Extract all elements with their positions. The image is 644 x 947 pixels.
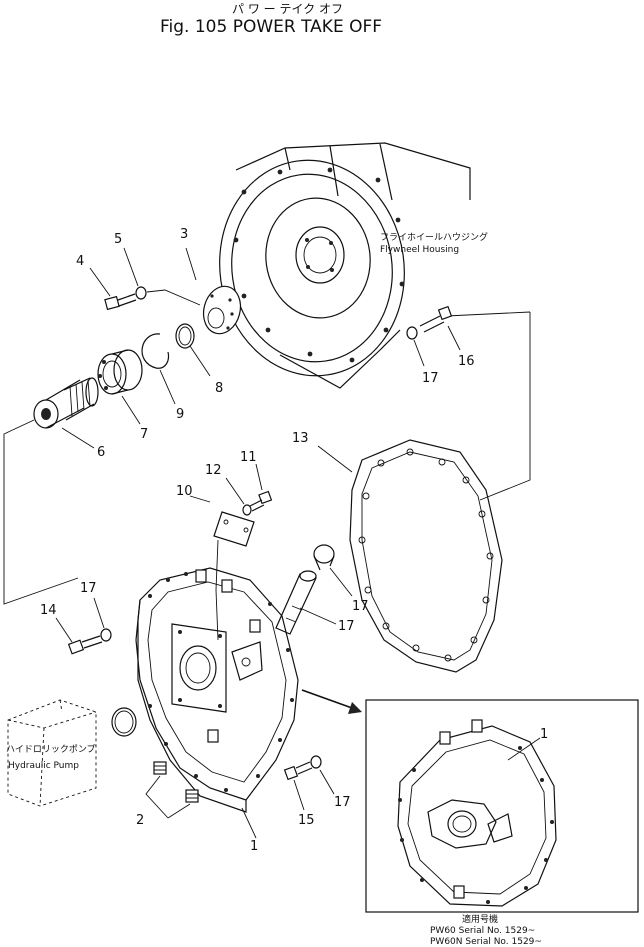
- shaft-assembly-line: [3, 419, 79, 605]
- leader-1: [241, 807, 257, 839]
- leader-3: [185, 247, 197, 281]
- housing-bolt: [419, 305, 453, 333]
- inset-panel: [365, 699, 639, 913]
- callout-17-bottom: 17: [334, 795, 351, 810]
- leader-2: [145, 775, 191, 819]
- callout-7: 7: [140, 427, 148, 442]
- flywheel-housing: [219, 142, 471, 389]
- callout-16: 16: [458, 354, 475, 369]
- leader-19: [329, 567, 353, 597]
- leader-14: [55, 617, 73, 643]
- leader-10: [189, 495, 211, 503]
- callout-5: 5: [114, 232, 122, 247]
- callout-3: 3: [180, 227, 188, 242]
- serial-note-pw60: PW60 Serial No. 1529~: [430, 926, 535, 936]
- callout-1: 1: [250, 839, 258, 854]
- snap-ring-inner: [141, 333, 170, 369]
- housing-bolt-left: [67, 635, 103, 655]
- callout-15: 15: [298, 813, 315, 828]
- serial-note-heading: 適用号機: [462, 913, 498, 925]
- pto-housing: [135, 567, 299, 813]
- leader-15: [293, 779, 305, 811]
- callout-9: 9: [176, 407, 184, 422]
- callout-10: 10: [176, 484, 193, 499]
- leader-17b: [93, 597, 105, 629]
- leader-5: [123, 247, 139, 287]
- callout-6: 6: [97, 445, 105, 460]
- gasket: [349, 439, 503, 673]
- bolt-to-flange-line: [146, 289, 201, 306]
- callout-18: 17: [338, 619, 355, 634]
- figure-title: Fig. 105 POWER TAKE OFF: [160, 17, 382, 37]
- title-japanese: パ ワ ー テイク オフ: [232, 2, 343, 16]
- serial-note-pw60n: PW60N Serial No. 1529~: [430, 937, 542, 947]
- flywheel-housing-label: Flywheel Housing: [380, 245, 459, 255]
- plate-washer: [242, 504, 252, 516]
- bolt-16-line: [445, 311, 531, 317]
- callout-4: 4: [76, 254, 84, 269]
- flywheel-housing-label-jp: フライホイールハウジング: [380, 231, 488, 243]
- callout-14: 14: [40, 603, 57, 618]
- inset-arrow-head: [348, 702, 362, 714]
- ball-bearing: [97, 349, 143, 395]
- leader-9: [159, 369, 176, 405]
- inset-arrow-shaft: [301, 689, 353, 709]
- leader-17a: [413, 339, 425, 367]
- leader-1-inset: [507, 737, 541, 761]
- leader-7: [121, 395, 141, 425]
- snap-ring-outer: [175, 323, 195, 349]
- hydraulic-pump-label-jp: ハイドロリックポンプ: [6, 744, 96, 755]
- cover-plate: [213, 511, 255, 547]
- housing-washer-bottom: [310, 755, 322, 769]
- o-ring: [111, 707, 137, 737]
- flange-bolt: [104, 293, 137, 311]
- callout-17-left: 17: [80, 581, 97, 596]
- callout-17-top: 17: [422, 371, 439, 386]
- callout-13: 13: [292, 431, 309, 446]
- leader-12: [225, 477, 245, 505]
- callout-1-inset: 1: [540, 727, 548, 742]
- leader-17c: [319, 769, 335, 795]
- callout-2: 2: [136, 813, 144, 828]
- leader-13: [317, 445, 353, 473]
- leader-6: [61, 427, 95, 449]
- housing-washer: [406, 326, 418, 340]
- leader-18: [299, 607, 337, 625]
- coupling-flange: [202, 285, 242, 335]
- spline-shaft: [33, 377, 99, 429]
- plug-upper: [153, 761, 167, 775]
- callout-8: 8: [215, 381, 223, 396]
- callout-11: 11: [240, 450, 257, 465]
- callout-19: 17: [352, 599, 369, 614]
- leader-16: [447, 325, 461, 351]
- leader-4: [89, 267, 111, 297]
- housing-to-gasket-line: [479, 312, 531, 501]
- pin-cap: [313, 544, 335, 564]
- callout-12: 12: [205, 463, 222, 478]
- housing-bolt-bottom: [283, 761, 313, 781]
- dowel-pin: [275, 570, 317, 635]
- hydraulic-pump: [7, 699, 97, 807]
- plate-bolt: [249, 490, 273, 512]
- plate-assembly-line: [215, 539, 219, 641]
- housing-washer-left: [100, 628, 112, 642]
- leader-8: [189, 345, 211, 377]
- leader-11: [255, 463, 263, 491]
- plug-lower: [185, 789, 199, 803]
- flange-washer: [135, 286, 147, 300]
- hydraulic-pump-label: Hydraulic Pump: [8, 761, 79, 771]
